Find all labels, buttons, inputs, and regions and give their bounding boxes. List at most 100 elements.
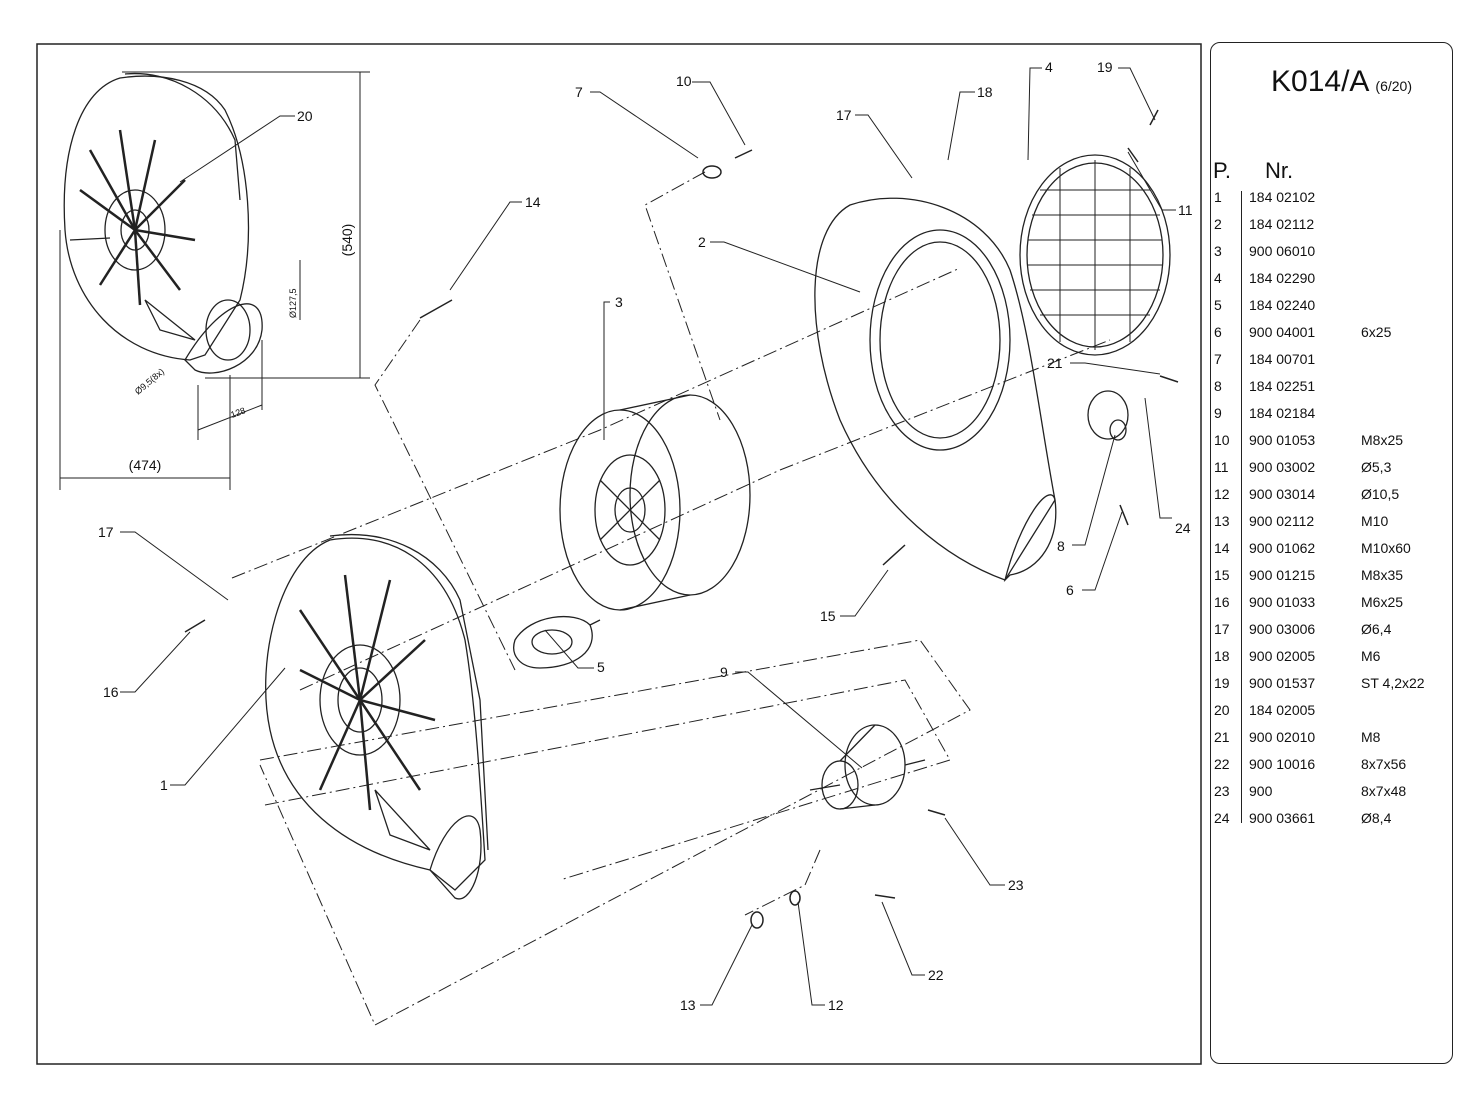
part-position: 10 — [1214, 432, 1230, 448]
part-number: 184 02005 — [1249, 702, 1316, 718]
part-position: 17 — [1214, 621, 1230, 637]
callout-9: 9 — [720, 664, 728, 680]
part-position: 4 — [1214, 270, 1222, 286]
callout-24: 24 — [1175, 520, 1191, 536]
part-number: 184 02251 — [1249, 378, 1316, 394]
callout-labels: 20 7 10 14 17 18 4 19 11 2 3 21 24 8 6 1… — [98, 59, 1193, 1013]
assembly-line-c — [644, 171, 721, 421]
inlet-grille — [1019, 154, 1171, 356]
part-position: 18 — [1214, 648, 1230, 664]
part-number: 900 01537 — [1249, 675, 1316, 691]
part-position: 21 — [1214, 729, 1230, 745]
assembly-line-e — [259, 639, 971, 1026]
fasteners — [184, 109, 1179, 929]
callout-4: 4 — [1045, 59, 1053, 75]
column-header-nr: Nr. — [1265, 158, 1294, 183]
part-position: 22 — [1214, 756, 1230, 772]
callout-8: 8 — [1057, 538, 1065, 554]
callout-11: 11 — [1178, 202, 1193, 218]
assembly-line-a — [231, 267, 961, 579]
parts-row: 5 184 02240 — [1211, 297, 1451, 324]
part-position: 6 — [1214, 324, 1222, 340]
callout-1: 1 — [160, 777, 168, 793]
part-number: 900 01053 — [1249, 432, 1316, 448]
part-position: 13 — [1214, 513, 1230, 529]
part-number: 900 01062 — [1249, 540, 1316, 556]
housing-reference-view — [63, 72, 263, 374]
part-spec: ST 4,2x22 — [1361, 675, 1425, 691]
bearing-plate — [513, 615, 601, 669]
part-position: 12 — [1214, 486, 1230, 502]
assembly-line-d — [374, 319, 516, 671]
sheet-title: K014/A(6/20) — [1271, 65, 1412, 99]
sheet-code: K014/A — [1271, 65, 1370, 98]
part-spec: M6 — [1361, 648, 1381, 664]
part-number: 184 02290 — [1249, 270, 1316, 286]
parts-row: 10 900 01053 M8x25 — [1211, 432, 1451, 459]
parts-row: 9 184 02184 — [1211, 405, 1451, 432]
callout-17b: 17 — [98, 524, 114, 540]
parts-row: 8 184 02251 — [1211, 378, 1451, 405]
dimension-lines — [59, 71, 370, 490]
callout-22: 22 — [928, 967, 944, 983]
callout-3: 3 — [615, 294, 623, 310]
part-spec: Ø5,3 — [1361, 459, 1392, 475]
part-spec: M10 — [1361, 513, 1389, 529]
part-position: 8 — [1214, 378, 1222, 394]
dimension-labels: (540) (474) 128 Ø127,5 Ø9,5(8x) — [129, 224, 355, 473]
part-spec: M8 — [1361, 729, 1381, 745]
part-position: 9 — [1214, 405, 1222, 421]
part-spec: 6x25 — [1361, 324, 1392, 340]
callout-13: 13 — [680, 997, 696, 1013]
impeller — [559, 394, 751, 611]
part-spec: M6x25 — [1361, 594, 1404, 610]
callout-23: 23 — [1008, 877, 1024, 893]
assembly-line-f — [264, 679, 951, 881]
assembly-line-g — [744, 849, 821, 916]
callout-19: 19 — [1097, 59, 1113, 75]
outlet-flange — [1087, 390, 1129, 441]
part-number: 184 02240 — [1249, 297, 1316, 313]
part-spec: 8x7x48 — [1361, 783, 1407, 799]
part-spec: Ø6,4 — [1361, 621, 1392, 637]
housing-front — [814, 197, 1057, 583]
callout-21: 21 — [1047, 355, 1063, 371]
part-position: 15 — [1214, 567, 1230, 583]
callout-20: 20 — [297, 108, 313, 124]
part-number: 184 02184 — [1249, 405, 1316, 421]
dim-outlet-width: 128 — [229, 405, 247, 420]
part-number: 900 03661 — [1249, 810, 1316, 826]
callout-12: 12 — [828, 997, 844, 1013]
column-divider — [1241, 191, 1242, 823]
part-number: 900 — [1249, 783, 1273, 799]
callout-17a: 17 — [836, 107, 852, 123]
housing-rear — [265, 534, 489, 900]
part-number: 900 03014 — [1249, 486, 1316, 502]
part-number: 900 02010 — [1249, 729, 1316, 745]
drawing-frame — [36, 43, 1202, 1065]
callout-10: 10 — [676, 73, 692, 89]
part-spec: Ø8,4 — [1361, 810, 1392, 826]
part-position: 5 — [1214, 297, 1222, 313]
part-spec: M8x25 — [1361, 432, 1404, 448]
dim-height-540: (540) — [339, 224, 355, 257]
part-position: 3 — [1214, 243, 1222, 259]
part-position: 7 — [1214, 351, 1222, 367]
parts-row: 4 184 02290 — [1211, 270, 1451, 297]
dim-width-474: (474) — [129, 457, 162, 473]
part-position: 24 — [1214, 810, 1230, 826]
